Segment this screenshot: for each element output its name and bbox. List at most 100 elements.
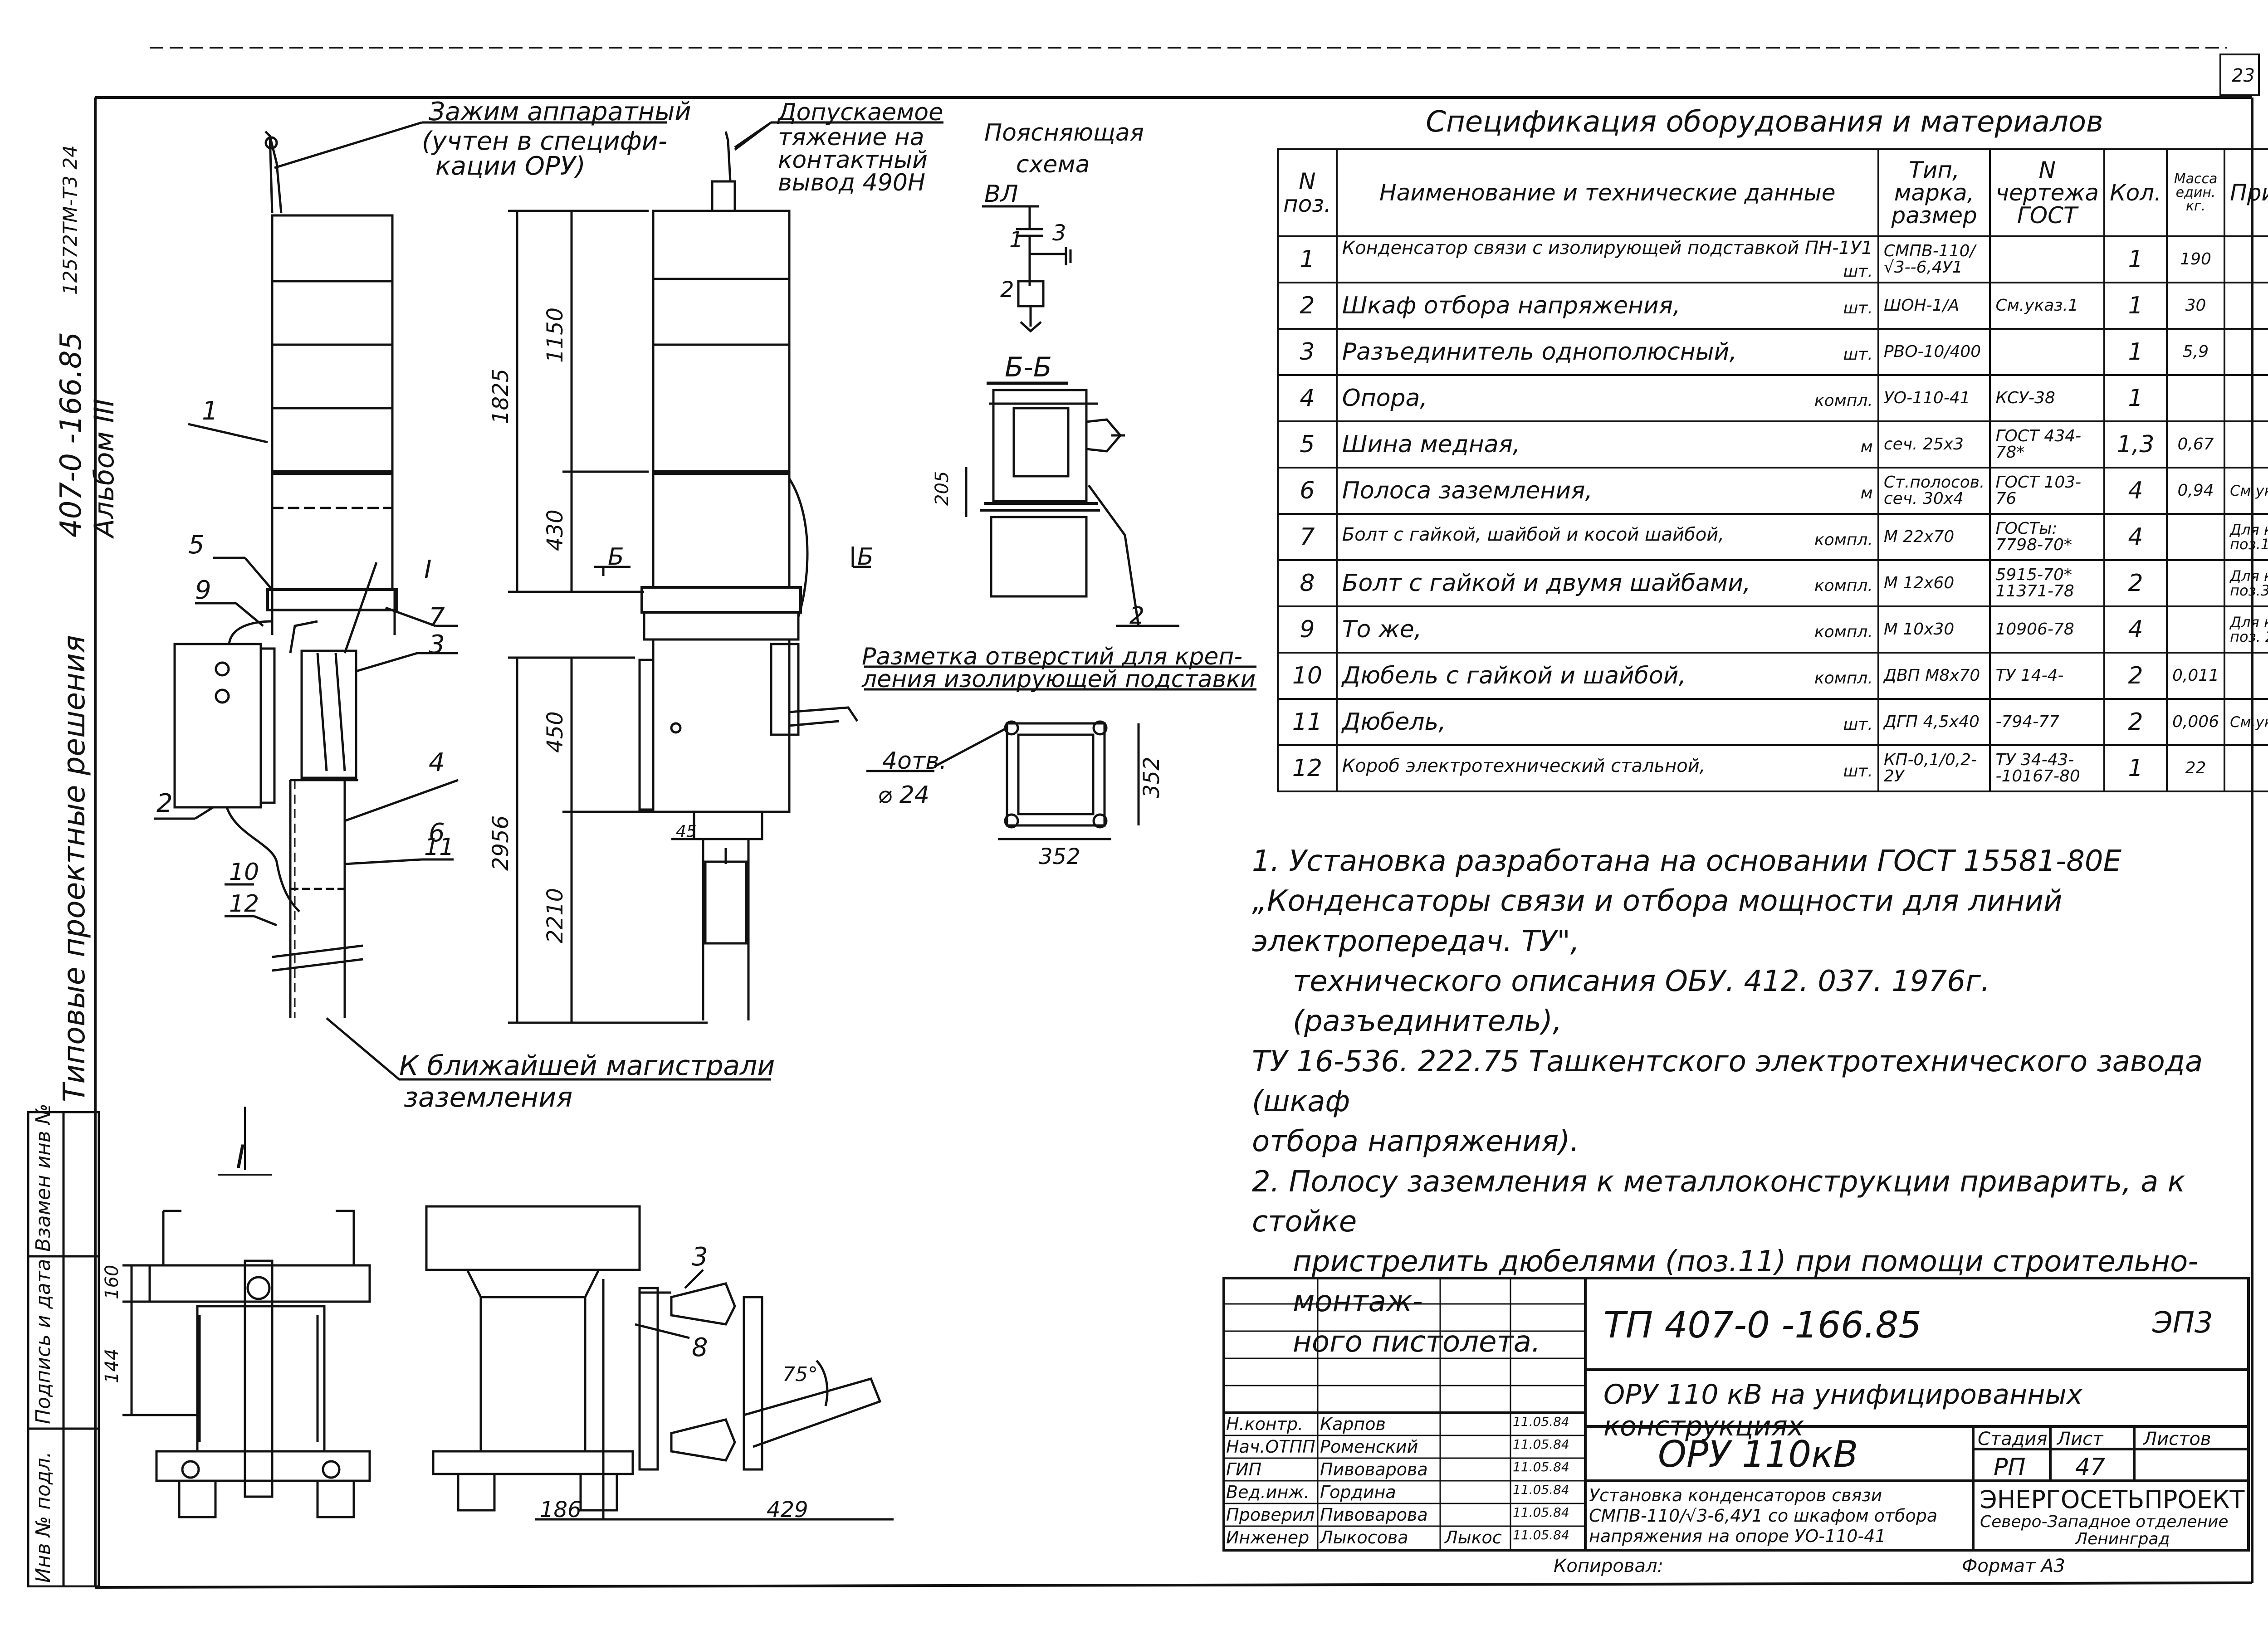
scheme-pos-1: 1	[1009, 227, 1023, 253]
spec-unit: м	[1860, 438, 1873, 456]
spec-unit: шт.	[1843, 715, 1873, 734]
spec-name: То же, компл.	[1335, 605, 1879, 654]
spec-unit: шт.	[1843, 762, 1873, 781]
dim-430: 430	[543, 509, 568, 551]
notes: 1. Установка разработана на основании ГО…	[1252, 841, 2250, 1362]
pos-5: 5	[188, 530, 205, 560]
spec-unit: м	[1860, 484, 1873, 503]
spec-name: Шкаф отбора напряжения,шт.	[1335, 282, 1879, 330]
spec-qty: 1,3	[2103, 420, 2168, 469]
signer-name: Пивоварова	[1320, 1505, 1428, 1525]
spec-note	[2224, 374, 2268, 422]
pos-1: 1	[202, 396, 218, 426]
holes-count: 4отв.	[882, 747, 947, 775]
spec-type: УО-110-41	[1877, 374, 1991, 422]
signer-date: 11.05.84	[1513, 1505, 1569, 1520]
signer-date: 11.05.84	[1513, 1528, 1569, 1542]
note-line-4: ТУ 16-536. 222.75 Ташкентского электроте…	[1252, 1044, 2203, 1118]
spec-name: Полоса заземления,м	[1335, 467, 1879, 515]
spec-mass: 5,9	[2166, 328, 2226, 376]
spec-pos: 6	[1277, 467, 1338, 515]
spec-name: Конденсатор связи с изолирующей подставк…	[1335, 235, 1879, 283]
scheme-pos-2: 2	[1000, 277, 1014, 303]
spec-qty: 2	[2103, 559, 2168, 607]
spec-note	[2224, 235, 2268, 283]
spec-qty: 1	[2103, 282, 2168, 330]
signer-role: ГИП	[1226, 1459, 1262, 1479]
title-block: ТП 407-0 -166.85 ЭП3 ОРУ 110 кВ на унифи…	[1222, 1277, 2250, 1581]
spec-name: Дюбель с гайкой и шайбой,компл.	[1335, 652, 1879, 700]
note-line-2: „Конденсаторы связи и отбора мощности дл…	[1252, 884, 2063, 958]
vl-label: ВЛ	[984, 181, 1018, 208]
col-qty: Кол.	[2103, 148, 2168, 237]
dim-144: 144	[102, 1349, 122, 1383]
dim-angle: 75°	[782, 1363, 818, 1386]
pos-2: 2	[156, 789, 173, 818]
spec-unit: компл.	[1814, 576, 1873, 595]
approval-stamp: Инв № подл. Подпись и дата Взамен инв №	[27, 1103, 100, 1587]
signer-name: Гордина	[1320, 1482, 1396, 1502]
spec-pos: 5	[1277, 420, 1338, 469]
spec-header-row: N поз. Наименование и технические данные…	[1277, 148, 2268, 237]
spec-name-text: Опора,	[1342, 385, 1427, 412]
spec-note: Для крепле-ния поз.3	[2224, 559, 2268, 607]
dim-1825: 1825	[488, 369, 513, 424]
section-bb	[965, 381, 1179, 627]
note-line-3: технического описания ОБУ. 412. 037. 197…	[1293, 964, 1990, 1039]
side-elevation	[154, 121, 771, 1081]
front-elevation	[508, 121, 943, 1024]
spec-type: М 10х30	[1877, 605, 1991, 654]
spec-drawing	[1989, 235, 2106, 283]
doc-number: ТП 407-0 -166.85	[1603, 1304, 1922, 1346]
col-note: Примечан.	[2224, 148, 2268, 237]
description-2: СМПВ-110/√3-6,4У1 со шкафом отбора	[1589, 1506, 1938, 1526]
spec-name: Болт с гайкой и двумя шайбами,компл.	[1335, 559, 1879, 607]
stamp-sign-label: Подпись и дата	[32, 1259, 55, 1424]
spec-drawing	[1989, 328, 2106, 376]
pos-11: 11	[424, 834, 454, 861]
archive-code-vertical: 12572ТМ-Т3 24	[59, 145, 81, 295]
spec-mass: 190	[2166, 235, 2226, 283]
spec-title: Спецификация оборудования и материалов	[1426, 105, 2103, 139]
spec-pos: 8	[1277, 559, 1338, 607]
holes-caption-1: Разметка отверстий для креп-	[862, 643, 1242, 670]
spec-note	[2224, 420, 2268, 469]
signer-name: Роменский	[1320, 1437, 1418, 1457]
pos-3: 3	[429, 630, 445, 659]
stamp-replace-label: Взамен инв №	[32, 1103, 55, 1252]
scheme-caption-2: схема	[1016, 151, 1090, 178]
spec-note: См.указ. 2	[2224, 698, 2268, 746]
signer-date: 11.05.84	[1513, 1482, 1569, 1497]
spec-qty: 2	[2103, 652, 2168, 700]
spec-mass	[2166, 559, 2226, 607]
dim-1150: 1150	[543, 307, 568, 363]
spec-name-text: То же,	[1342, 616, 1422, 643]
spec-qty: 1	[2103, 744, 2168, 792]
spec-name-text: Болт с гайкой, шайбой и косой шайбой,	[1342, 524, 1724, 545]
spec-pos: 12	[1277, 744, 1338, 792]
spec-qty: 4	[2103, 605, 2168, 654]
org-2: Северо-Западное отделение	[1980, 1513, 2229, 1531]
spec-type: сеч. 25х3	[1877, 420, 1991, 469]
section-mark-right: Б	[857, 543, 874, 571]
org-3: Ленинград	[2075, 1530, 2170, 1548]
spec-pos: 1	[1277, 235, 1338, 283]
spec-name-text: Шкаф отбора напряжения,	[1342, 292, 1681, 319]
org-1: ЭНЕРГОСЕТЬПРОЕКТ	[1980, 1485, 2245, 1514]
spec-unit: шт.	[1843, 262, 1873, 281]
spec-drawing: ГОСТ 434-78*	[1989, 420, 2106, 469]
note-line-1: 1. Установка разработана на основании ГО…	[1252, 844, 2122, 878]
spec-name-text: Дюбель с гайкой и шайбой,	[1342, 662, 1686, 689]
pos-7: 7	[429, 603, 445, 632]
description-1: Установка конденсаторов связи	[1589, 1485, 1882, 1505]
signer-date: 11.05.84	[1513, 1437, 1569, 1452]
spec-type: РВО-10/400	[1877, 328, 1991, 376]
spec-unit: компл.	[1814, 623, 1873, 641]
section-pos-2: 2	[1129, 602, 1144, 630]
dim-352-h: 352	[1039, 844, 1080, 869]
